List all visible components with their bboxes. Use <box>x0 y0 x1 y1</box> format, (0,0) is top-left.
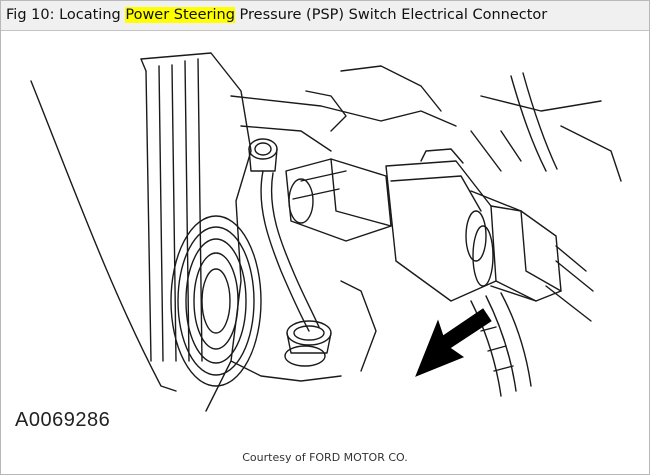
title-prefix: Fig 10: Locating <box>6 7 126 23</box>
figure-id-label: A0069286 <box>15 409 111 431</box>
title-suffix: Pressure (PSP) Switch Electrical Connect… <box>234 7 548 23</box>
title-highlight: Power Steering <box>125 7 235 23</box>
figure-title-bar: Fig 10: Locating Power Steering Pressure… <box>1 1 649 31</box>
hose-fitting <box>248 138 278 172</box>
pulley <box>170 215 262 387</box>
pointer-arrow-icon <box>415 308 492 377</box>
figure-credit: Courtesy of FORD MOTOR CO. <box>242 451 408 464</box>
hose-clamp <box>284 320 332 367</box>
fender-edge <box>30 80 177 392</box>
connector-wires <box>555 245 587 272</box>
psp-electrical-connector <box>385 148 562 302</box>
wire-harness <box>470 300 502 397</box>
figure-title: Fig 10: Locating Power Steering Pressure… <box>6 1 547 30</box>
line-drawing <box>1 31 649 443</box>
engine-bay-illustration <box>30 52 622 412</box>
hose <box>260 170 310 332</box>
engine-block <box>140 52 252 412</box>
psp-switch <box>285 158 392 242</box>
